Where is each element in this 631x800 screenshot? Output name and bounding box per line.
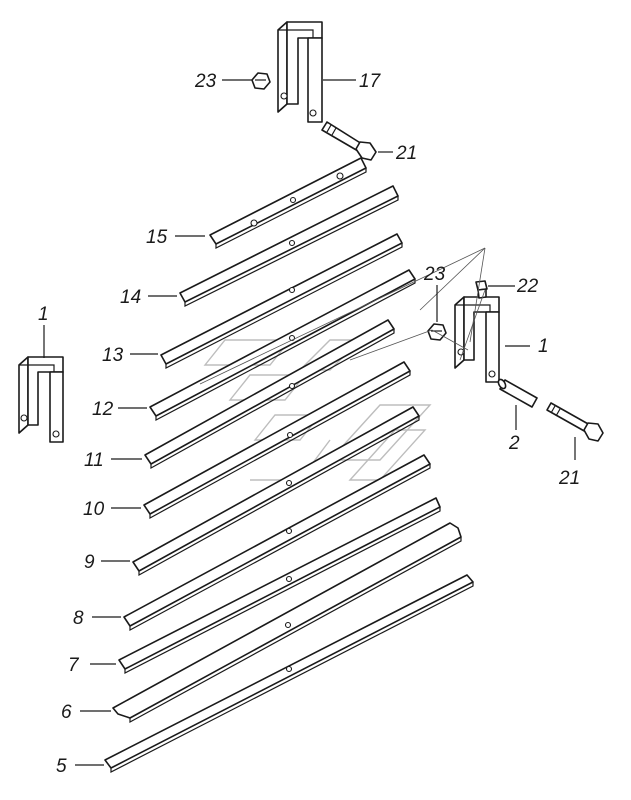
leaf-11 [144, 319, 395, 470]
label-leaf-7: 7 [68, 655, 80, 676]
bolt-21-right [546, 402, 604, 442]
label-clip-17: 17 [359, 71, 382, 92]
label-leaf-6: 6 [61, 702, 72, 723]
leaf-10 [143, 361, 411, 520]
label-clip-1-left: 1 [38, 304, 49, 325]
label-leaf-8: 8 [73, 608, 84, 629]
leaf-14 [179, 185, 399, 307]
label-leaf-12: 12 [92, 399, 114, 420]
assembly-lines [199, 247, 486, 385]
label-leaf-9: 9 [84, 552, 95, 573]
leaf-8 [123, 454, 431, 632]
leader-lines [43, 79, 576, 766]
label-bolt-21-top: 21 [395, 143, 417, 164]
pin-2 [497, 378, 538, 408]
bolt-21-top [321, 121, 377, 161]
label-leaf-5: 5 [56, 756, 67, 777]
label-bolt-21-right: 21 [558, 468, 580, 489]
clip-1-left [18, 356, 64, 443]
label-pin-2: 2 [508, 433, 520, 454]
label-leaf-11: 11 [84, 450, 104, 471]
leaf-15 [209, 157, 367, 249]
nut-23-top [251, 72, 271, 90]
clip-17 [277, 21, 323, 123]
label-nut-23-top: 23 [194, 71, 217, 92]
label-leaf-15: 15 [146, 227, 168, 248]
label-nut-23-middle: 23 [423, 264, 446, 285]
clip-1-right [454, 296, 500, 383]
label-leaf-13: 13 [102, 345, 124, 366]
label-bolt-22: 22 [516, 276, 539, 297]
leaf-6 [112, 522, 462, 724]
nut-23-middle [427, 323, 447, 341]
leaf-9 [132, 406, 420, 577]
label-leaf-10: 10 [83, 499, 105, 520]
label-leaf-14: 14 [120, 287, 141, 308]
leaf-7 [118, 497, 441, 674]
label-clip-1-right: 1 [538, 336, 549, 357]
